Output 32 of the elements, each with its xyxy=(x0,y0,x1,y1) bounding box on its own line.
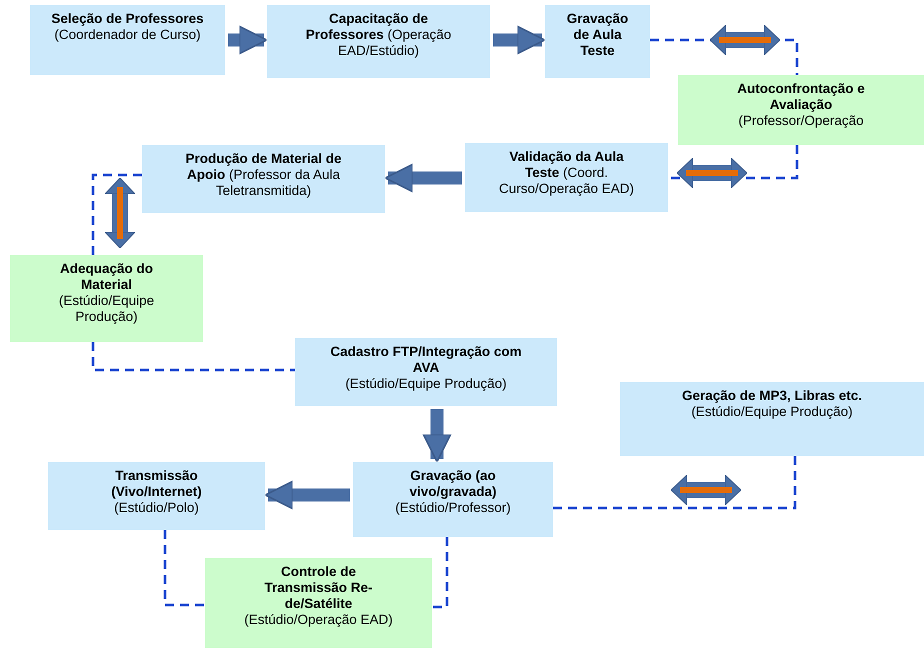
box-title: Gravação (ao vivo/gravada) xyxy=(408,468,498,500)
box-title: Transmissão (Vivo/Internet) xyxy=(110,468,203,500)
process-box xyxy=(142,145,385,213)
box-title: Autoconfrontação e Avaliação xyxy=(736,81,866,113)
process-box xyxy=(545,5,650,78)
box-title: Geração de MP3, Libras etc. xyxy=(682,388,862,404)
box-text: Validação da Aula Teste (Coord. Curso/Operação EAD) xyxy=(498,149,636,197)
box-subtitle: (Estúdio/Equipe Produção) xyxy=(58,293,156,325)
process-box xyxy=(10,255,203,342)
box-title: Adequação do Material xyxy=(58,261,154,293)
box-subtitle: (Estúdio/Operação EAD) xyxy=(244,612,393,628)
box-subtitle: (Estúdio/Professor) xyxy=(395,500,511,516)
box-title: Gravação de Aula Teste xyxy=(566,11,630,59)
box-title: Controle de Transmissão Re-de/Satélite xyxy=(263,564,374,612)
process-box xyxy=(30,5,225,75)
box-subtitle: (Estúdio/Polo) xyxy=(114,500,199,516)
process-box xyxy=(353,462,553,537)
box-title: Seleção de Professores xyxy=(51,11,204,27)
process-box xyxy=(620,382,924,456)
process-box xyxy=(678,75,924,145)
process-box xyxy=(205,558,432,648)
box-text: Produção de Material de Apoio (Professor da Aula Teletransmitida) xyxy=(184,151,343,199)
box-subtitle: (Coordenador de Curso) xyxy=(54,27,201,43)
process-box xyxy=(295,338,557,406)
box-subtitle: (Professor/Operação xyxy=(738,113,864,129)
process-box xyxy=(465,143,668,212)
box-subtitle: (Estúdio/Equipe Produção) xyxy=(691,404,853,420)
process-box xyxy=(48,462,265,530)
box-title: Cadastro FTP/Integração com AVA xyxy=(329,344,523,376)
box-text: Capacitação de Professores (Operação EAD/Estúdio) xyxy=(304,11,452,59)
box-subtitle: (Estúdio/Equipe Produção) xyxy=(345,376,507,392)
process-box xyxy=(267,5,490,78)
